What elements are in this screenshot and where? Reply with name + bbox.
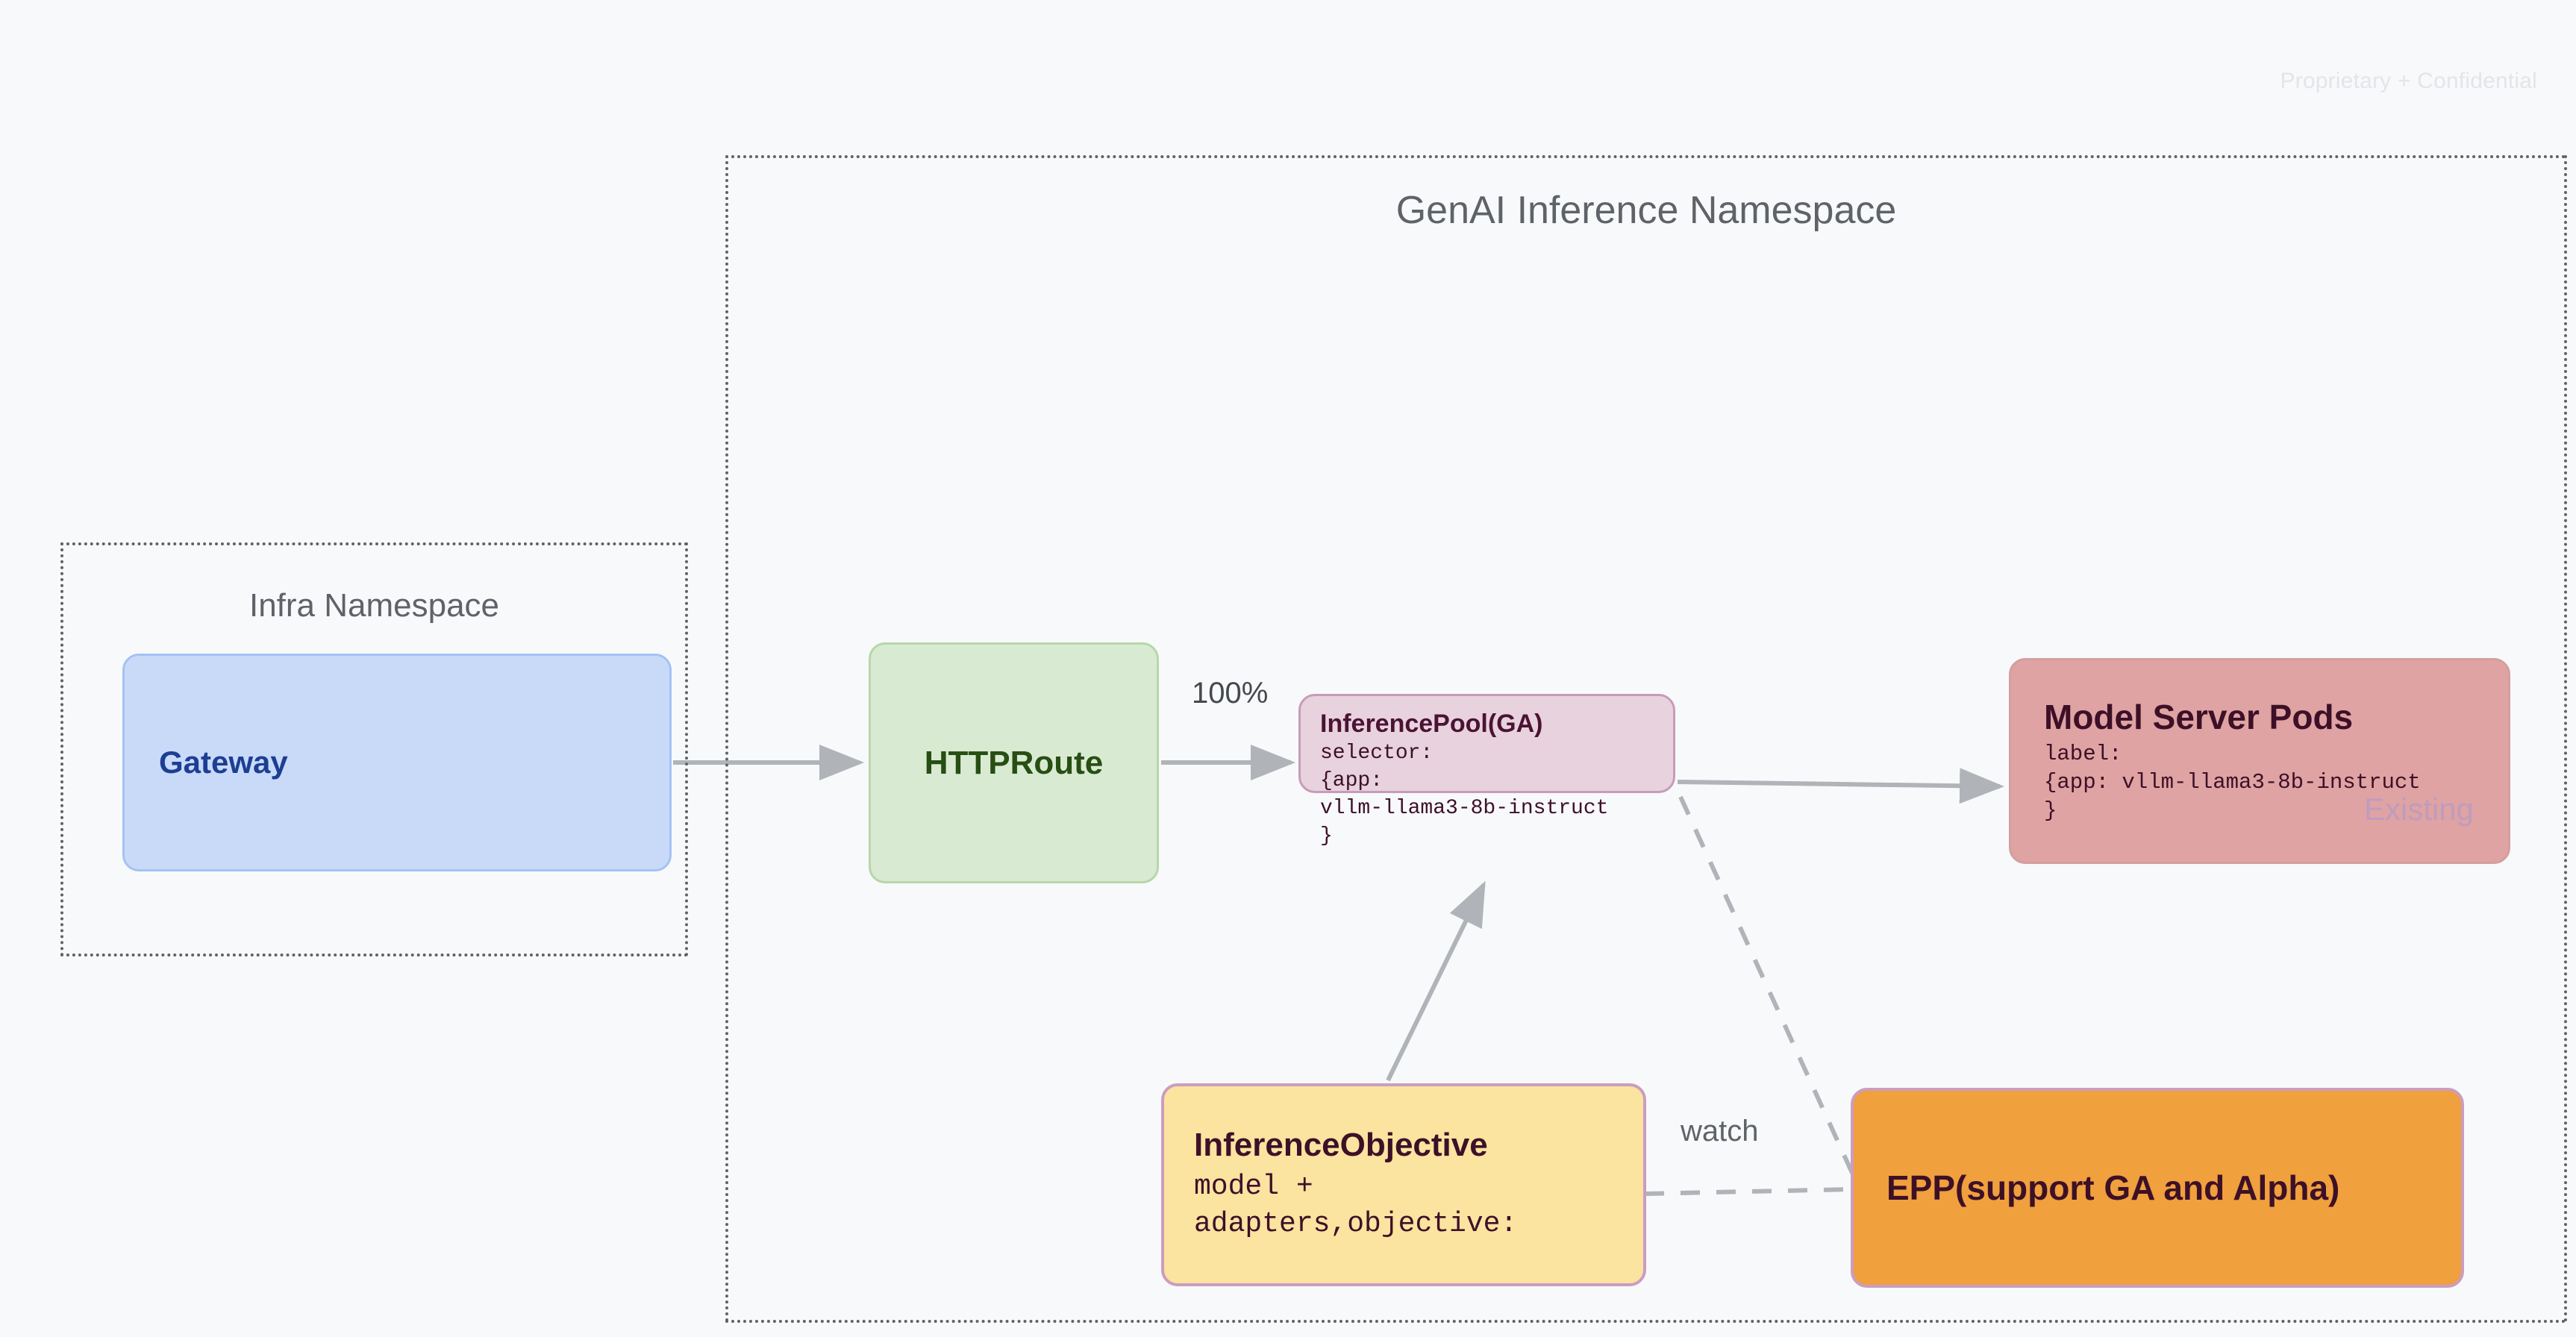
edge-label-watch: watch bbox=[1681, 1115, 1759, 1147]
node-inference-objective-title: InferenceObjective bbox=[1194, 1126, 1488, 1163]
node-gateway-title: Gateway bbox=[159, 745, 288, 780]
edge-label-100-percent: 100% bbox=[1192, 677, 1269, 710]
node-epp-title: EPP(support GA and Alpha) bbox=[1886, 1168, 2340, 1207]
node-gateway[interactable]: Gateway bbox=[122, 654, 672, 871]
node-model-server-pods-title: Model Server Pods bbox=[2044, 697, 2354, 736]
namespace-infra: Infra Namespace bbox=[60, 542, 688, 956]
node-inference-objective[interactable]: InferenceObjective model + adapters,obje… bbox=[1161, 1083, 1646, 1286]
node-model-server-pods-code: label: {app: vllm-llama3-8b-instruct } bbox=[2044, 741, 2421, 824]
node-inference-pool[interactable]: InferencePool(GA) selector: {app: vllm-l… bbox=[1298, 694, 1675, 848]
node-inference-pool-code: selector: {app: vllm-llama3-8b-instruct … bbox=[1320, 742, 1609, 848]
node-httproute-title: HTTPRoute bbox=[924, 744, 1104, 781]
node-epp[interactable]: EPP(support GA and Alpha) bbox=[1851, 1088, 2464, 1288]
node-inference-pool-title: InferencePool(GA) bbox=[1320, 710, 1543, 738]
node-inference-objective-code: model + adapters,objective: bbox=[1194, 1170, 1518, 1240]
node-model-server-pods[interactable]: Model Server Pods label: {app: vllm-llam… bbox=[2009, 658, 2510, 864]
existing-badge: Existing bbox=[2363, 792, 2474, 827]
node-httproute[interactable]: HTTPRoute bbox=[869, 642, 1159, 883]
namespace-infra-title: Infra Namespace bbox=[248, 587, 500, 624]
watermark-label: Proprietary + Confidential bbox=[2280, 69, 2537, 93]
namespace-genai: GenAI Inference Namespace bbox=[725, 155, 2567, 1323]
namespace-genai-title: GenAI Inference Namespace bbox=[1395, 189, 1897, 232]
